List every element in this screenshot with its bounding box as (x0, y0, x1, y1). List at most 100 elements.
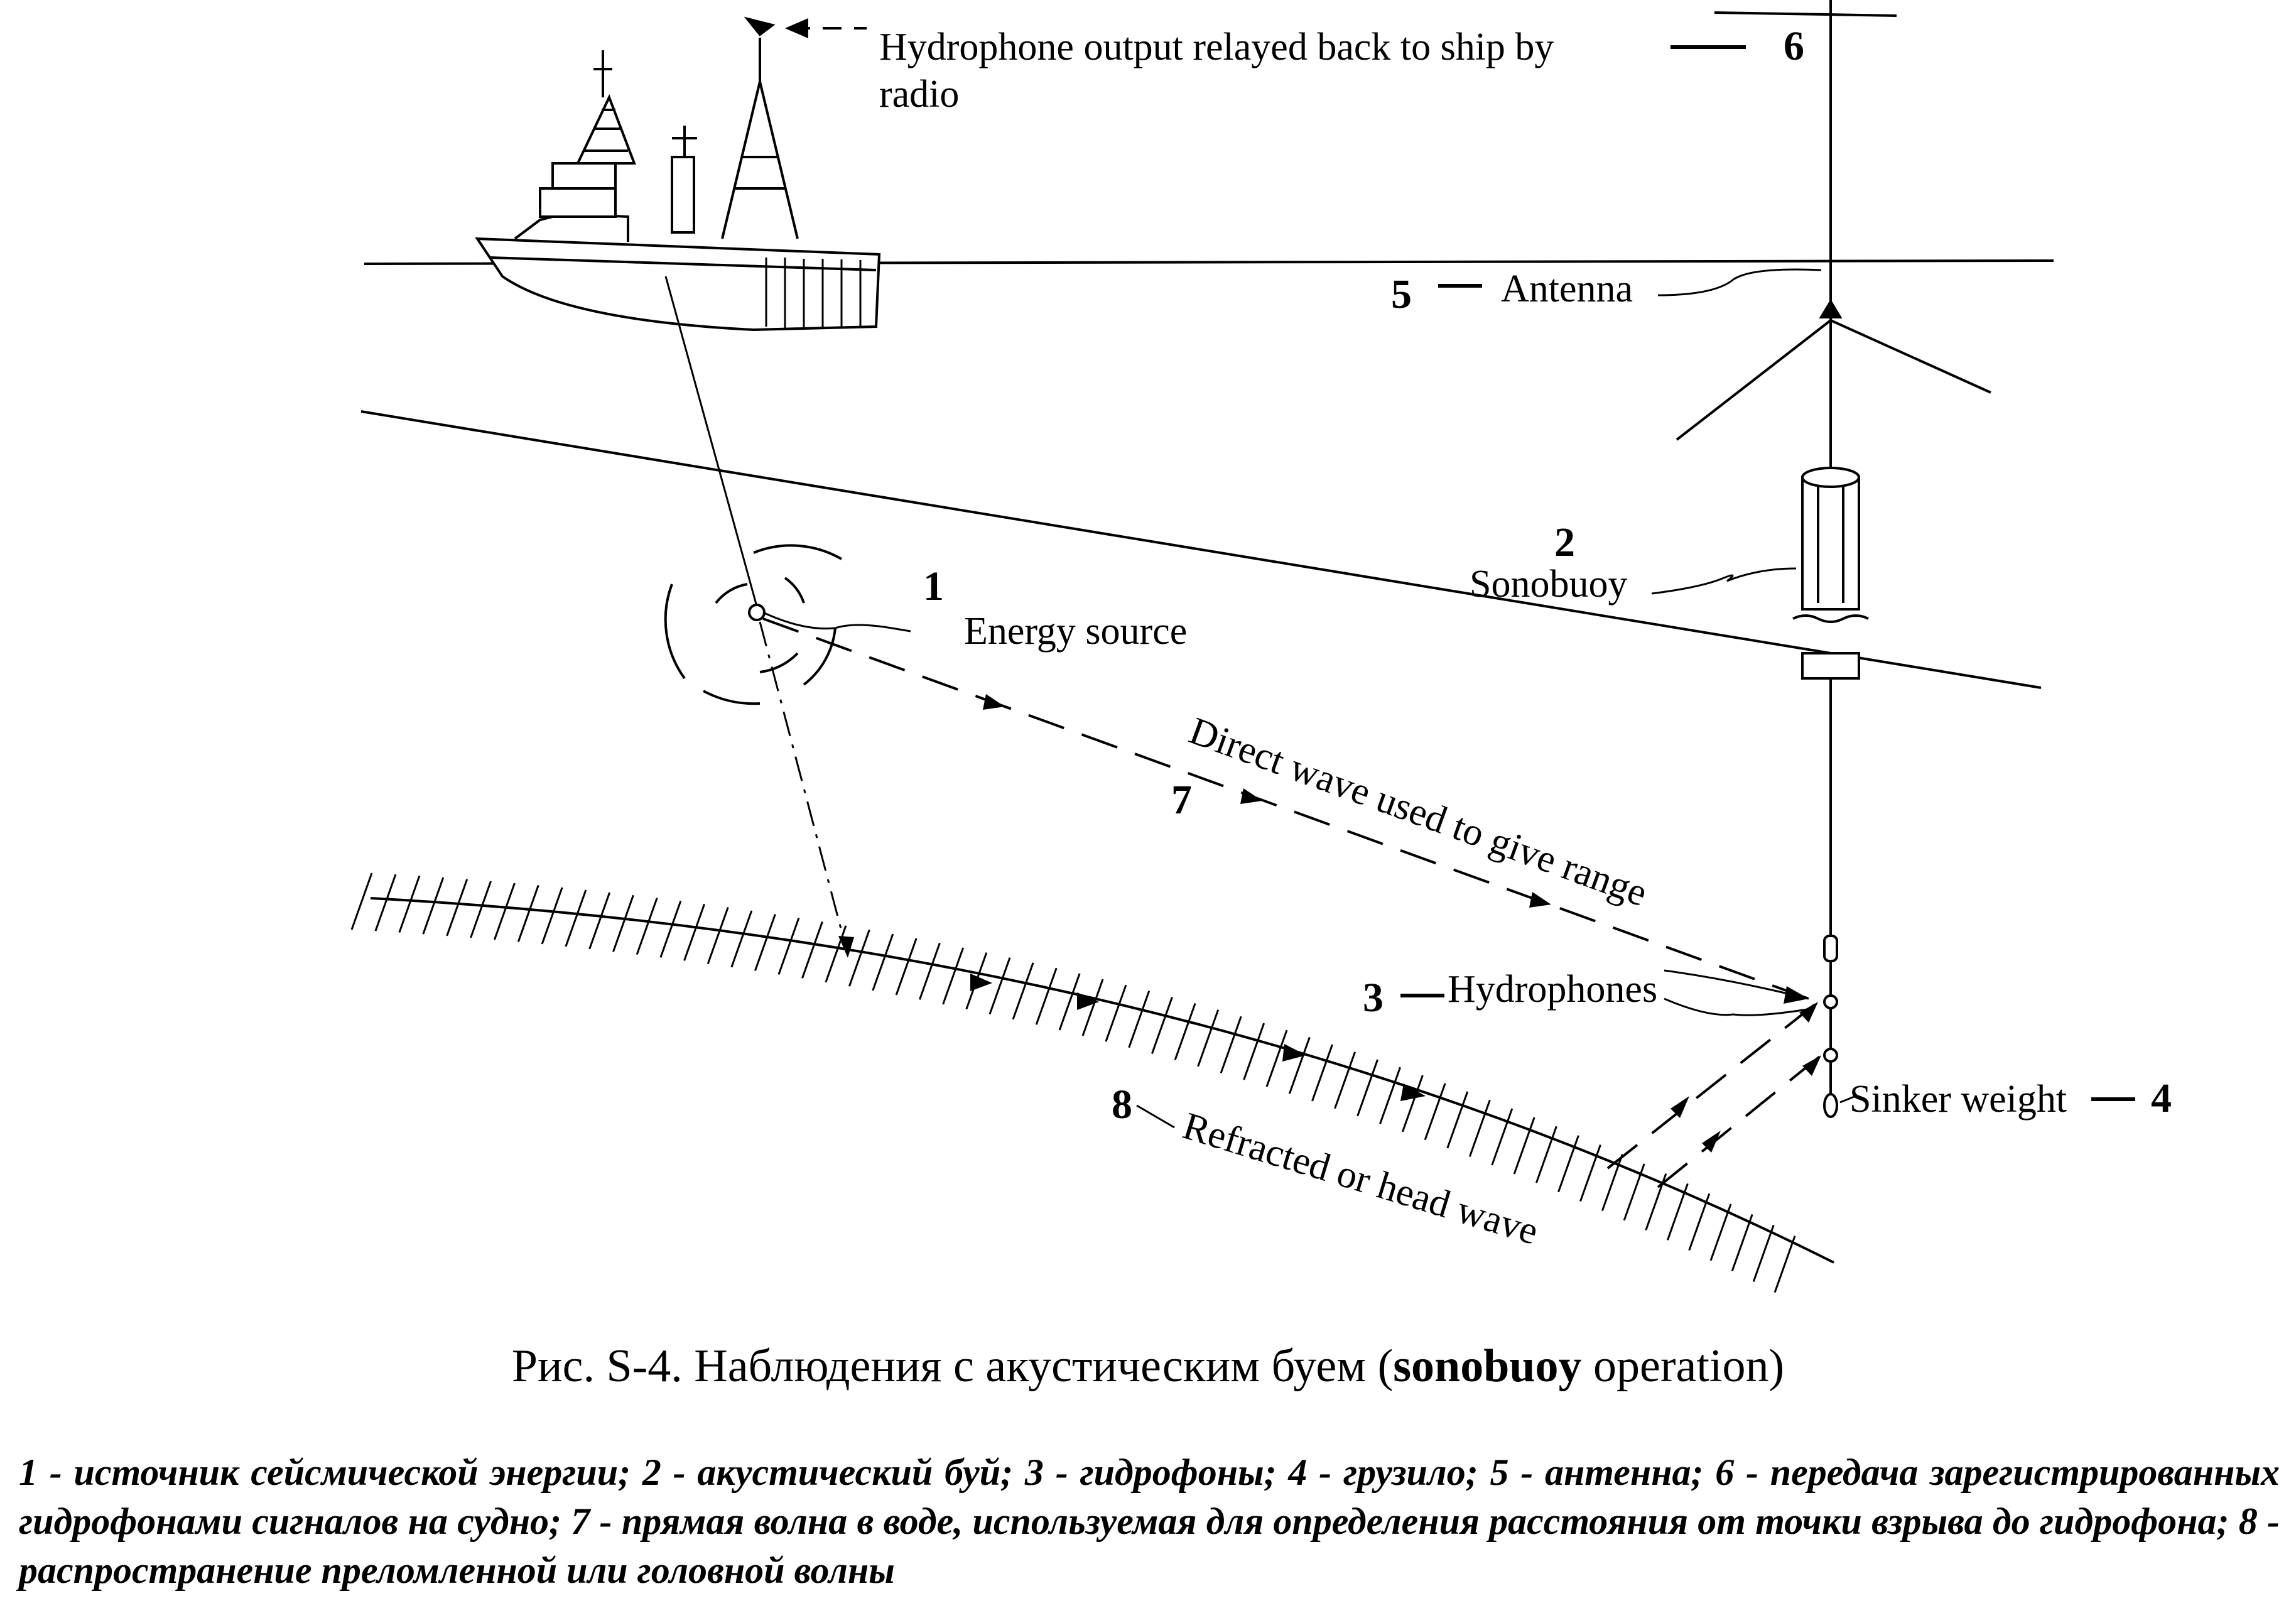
seafloor-hatch-mark (848, 929, 870, 987)
seafloor-hatch-mark (1446, 1091, 1469, 1149)
label-pointers (1136, 268, 1856, 1129)
energy-source-wavefronts (664, 544, 843, 705)
seafloor-hatch-mark (1666, 1183, 1689, 1241)
radio-relay-line (784, 11, 1897, 49)
tow-line (664, 276, 758, 607)
seafloor-hatch-mark (422, 877, 445, 935)
energy-source-pointer (762, 611, 911, 633)
seafloor-hatch-mark (612, 894, 634, 952)
seafloor-hatch-mark (919, 942, 941, 1000)
caption-title-prefix: Рис. S-4. Наблюдения с акустическим буем… (511, 1340, 1394, 1392)
direct-wave-ray (762, 617, 1809, 1000)
seafloor-hatch-mark (1081, 979, 1104, 1036)
energy-source-label: Energy source (964, 610, 1187, 653)
number-2: 2 (1554, 519, 1575, 565)
number-4: 4 (2151, 1075, 2172, 1121)
seafloor-hatch-mark (1356, 1059, 1379, 1117)
seafloor-hatch-mark (1513, 1117, 1535, 1175)
number-6: 6 (1784, 23, 1804, 69)
seafloor-hatch-mark (988, 957, 1011, 1015)
seafloor-hatch-mark (1105, 984, 1127, 1042)
seafloor-hatch-mark (1731, 1214, 1753, 1272)
number-1: 1 (923, 563, 944, 609)
seafloor-hatch-mark (1151, 996, 1173, 1055)
seafloor-hatch-mark (541, 887, 563, 945)
seafloor-hatch-lines (350, 872, 1796, 1293)
seafloor-hatch-mark (754, 913, 776, 971)
ship-icon (475, 16, 881, 332)
seafloor-hatch-mark (350, 872, 373, 930)
seafloor-hatch-mark (636, 898, 658, 955)
seafloor-hatch-mark (1468, 1099, 1491, 1157)
number-7: 7 (1171, 777, 1192, 823)
seafloor-hatch-mark (1688, 1193, 1711, 1251)
seafloor-hatch-mark (1752, 1224, 1775, 1282)
seafloor-hatch-mark (825, 925, 847, 983)
seafloor-hatching (352, 879, 1790, 1250)
seafloor-hatch-mark (1265, 1029, 1288, 1087)
seafloor-hatch-mark (801, 921, 823, 979)
seafloor-hatch-mark (1220, 1016, 1242, 1073)
seafloor-hatch-mark (588, 892, 611, 950)
seafloor-hatch-mark (1334, 1051, 1356, 1109)
seafloor-hatch-mark (895, 938, 918, 996)
seafloor-hatch-mark (1601, 1154, 1623, 1212)
seafloor-hatch-mark (730, 910, 753, 968)
figure-caption-legend: 1 - источник сейсмической энергии; 2 - а… (19, 1452, 2280, 1591)
seafloor-hatch-mark (1243, 1023, 1265, 1080)
sonobuoy-label: Sonobuoy (1470, 563, 1627, 606)
seafloor-hatch-mark (1012, 962, 1034, 1020)
seafloor-hatch-mark (1401, 1075, 1424, 1132)
seafloor-hatch-mark (517, 884, 539, 942)
direct-wave-label: Direct wave used to give range (1184, 709, 1652, 915)
seafloor-hatch-mark (1288, 1036, 1311, 1094)
hydrophones-label: Hydrophones (1448, 968, 1657, 1011)
seafloor-hatch-mark (659, 900, 682, 958)
antenna-label: Antenna (1501, 268, 1633, 310)
relay-label-line1: Hydrophone output relayed back to ship b… (879, 26, 1554, 68)
seafloor-refractor (352, 879, 1834, 1264)
seafloor-hatch-mark (1623, 1163, 1645, 1221)
seafloor-hatch-mark (683, 903, 705, 961)
seafloor-hatch-mark (942, 947, 965, 1005)
seafloor-hatch-mark (1557, 1135, 1579, 1193)
seafloor-hatch-mark (1491, 1108, 1514, 1166)
seafloor-hatch-mark (1709, 1203, 1732, 1261)
seafloor-hatch-mark (1197, 1009, 1220, 1067)
downgoing-ray (759, 621, 854, 958)
figure-caption-title: Рис. S-4. Наблюдения с акустическим буем… (0, 1340, 2296, 1392)
caption-title-suffix: operation) (1581, 1340, 1785, 1392)
sinker-weight-label: Sinker weight (1849, 1078, 2067, 1121)
relay-label-line2: radio (879, 73, 959, 116)
direct-wave-arrowheads (983, 694, 1809, 1004)
seafloor-hatch-mark (1579, 1144, 1601, 1202)
refracted-wave-arrowheads (970, 974, 1426, 1101)
seafloor-hatch-mark (494, 883, 516, 940)
seafloor-hatch-mark (470, 881, 492, 938)
head-wave-rays (1606, 1001, 1822, 1188)
number-8: 8 (1112, 1082, 1132, 1127)
seafloor-hatch-mark (398, 876, 421, 933)
seafloor-hatch-mark (1311, 1044, 1333, 1102)
seafloor-hatch-mark (374, 874, 397, 931)
refracted-wave-label: Refracted or head wave (1178, 1104, 1543, 1253)
seafloor-hatch-mark (1128, 991, 1151, 1048)
seafloor-hatch-mark (707, 906, 729, 964)
seafloor-hatch-mark (1773, 1236, 1796, 1293)
seafloor-hatch-mark (1058, 973, 1081, 1031)
seafloor-hatch-mark (1424, 1083, 1446, 1141)
seafloor-hatch-mark (1174, 1003, 1196, 1061)
seafloor-hatch-mark (1035, 967, 1058, 1025)
head-wave-arrowheads (1671, 1002, 1821, 1153)
water-layer-boundary (360, 410, 2042, 689)
seafloor-hatch-mark (1379, 1067, 1401, 1124)
seafloor-hatch-mark (446, 879, 468, 937)
number-3: 3 (1363, 975, 1384, 1021)
seafloor-hatch-mark (1535, 1126, 1557, 1183)
number-5: 5 (1391, 271, 1412, 317)
sonobuoy-icon (1676, 0, 1991, 1118)
caption-title-bold: sonobuoy (1393, 1340, 1582, 1392)
seafloor-hatch-mark (872, 933, 894, 991)
seafloor-hatch-mark (777, 917, 800, 975)
